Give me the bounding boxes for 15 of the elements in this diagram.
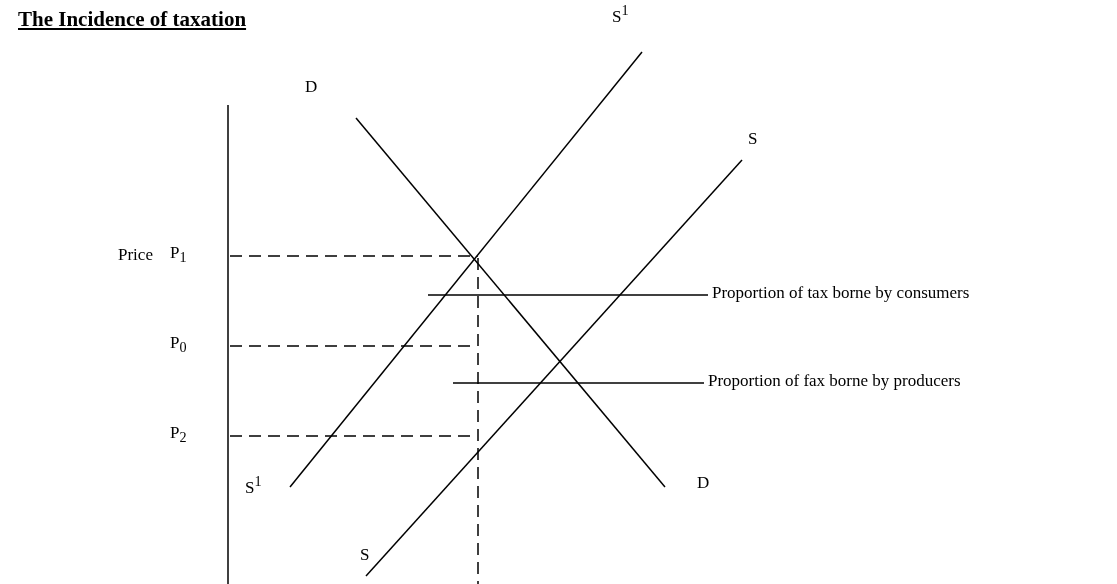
curve-label: D — [305, 78, 318, 97]
annotation-text: Proportion of tax borne by consumers — [712, 284, 970, 303]
curve-label: S$^{1}$ — [612, 3, 629, 27]
curve-label: S — [748, 130, 758, 149]
price-label: P$_{1}$ — [170, 244, 187, 266]
annotation-text: Proportion of fax borne by producers — [708, 372, 961, 391]
price-label: P$_{2}$ — [170, 424, 187, 446]
curve-label: S$^{1}$ — [245, 474, 262, 498]
curve-label: D — [697, 474, 710, 493]
axis-label: Price — [118, 246, 153, 265]
price-label: P$_{0}$ — [170, 334, 187, 356]
leader-line — [452, 382, 705, 384]
curve-label: S — [360, 546, 370, 565]
leader-line — [427, 294, 709, 296]
title: The Incidence of taxation — [18, 8, 247, 32]
